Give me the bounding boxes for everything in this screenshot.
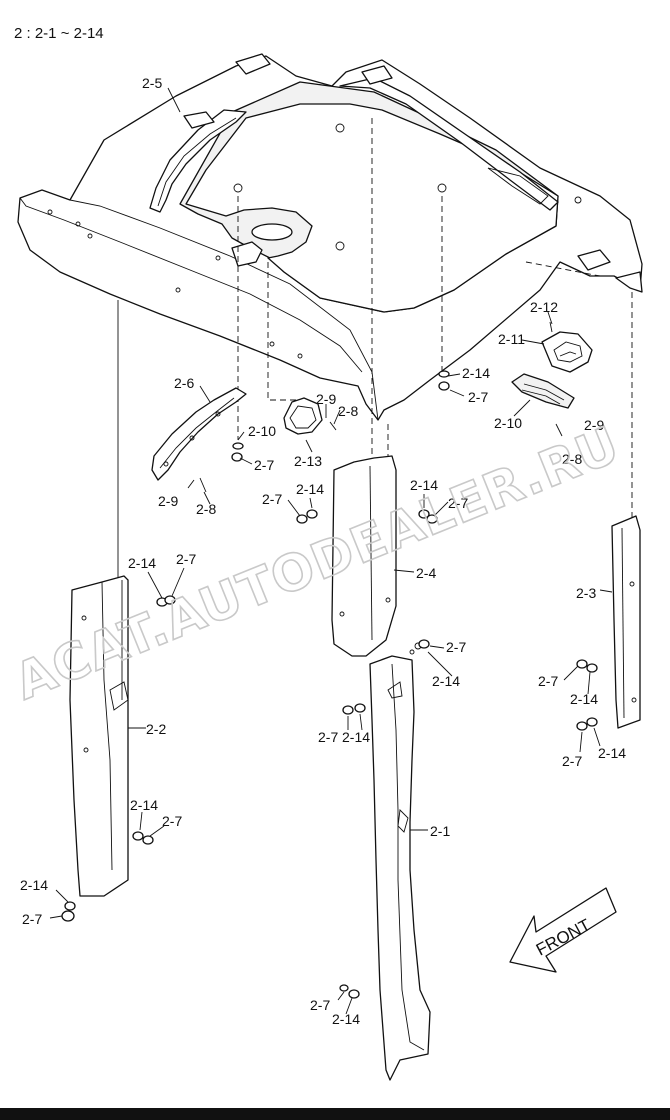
label-2-7-l: 2-7 bbox=[310, 997, 330, 1013]
label-2-2: 2-2 bbox=[146, 721, 166, 737]
label-2-14-e: 2-14 bbox=[570, 691, 598, 707]
label-2-14-f: 2-14 bbox=[598, 745, 626, 761]
label-2-8-b: 2-8 bbox=[562, 451, 582, 467]
label-2-7-c: 2-7 bbox=[262, 491, 282, 507]
label-2-14-g: 2-14 bbox=[128, 555, 156, 571]
label-2-9-b: 2-9 bbox=[584, 417, 604, 433]
label-2-9-c: 2-9 bbox=[158, 493, 178, 509]
clip-2-9-headliner bbox=[231, 241, 263, 267]
label-2-4: 2-4 bbox=[416, 565, 436, 581]
label-2-7-f: 2-7 bbox=[538, 673, 558, 689]
label-2-7-a: 2-7 bbox=[468, 389, 488, 405]
label-2-7-d: 2-7 bbox=[448, 495, 468, 511]
front-direction-arrow: FRONT bbox=[509, 887, 617, 973]
label-2-9-a: 2-9 bbox=[316, 391, 336, 407]
label-2-12: 2-12 bbox=[530, 299, 558, 315]
label-2-7-b: 2-7 bbox=[254, 457, 274, 473]
label-2-14-d: 2-14 bbox=[432, 673, 460, 689]
trim-part-2-6 bbox=[151, 387, 247, 481]
headliner-part-2-5 bbox=[17, 53, 643, 421]
label-2-8-a: 2-8 bbox=[338, 403, 358, 419]
pillar-cover-part-2-4 bbox=[331, 455, 397, 657]
label-2-14-c: 2-14 bbox=[410, 477, 438, 493]
label-2-14-j: 2-14 bbox=[20, 877, 48, 893]
label-2-8-c: 2-8 bbox=[196, 501, 216, 517]
label-2-10-b: 2-10 bbox=[494, 415, 522, 431]
label-2-6: 2-6 bbox=[174, 375, 194, 391]
label-2-10-a: 2-10 bbox=[248, 423, 276, 439]
pillar-part-2-1 bbox=[369, 642, 431, 1081]
pillar-part-2-2 bbox=[69, 575, 129, 897]
label-2-3: 2-3 bbox=[576, 585, 596, 601]
dome-light-opening bbox=[251, 223, 293, 241]
speaker-cover-part-2-10 bbox=[511, 373, 575, 409]
label-2-14-i: 2-14 bbox=[130, 797, 158, 813]
label-2-14-b: 2-14 bbox=[296, 481, 324, 497]
label-2-7-e: 2-7 bbox=[446, 639, 466, 655]
assembly-lines bbox=[117, 118, 633, 600]
label-2-14-h: 2-14 bbox=[342, 729, 370, 745]
pillar-part-2-3 bbox=[611, 515, 641, 729]
label-2-1: 2-1 bbox=[430, 823, 450, 839]
label-2-7-j: 2-7 bbox=[162, 813, 182, 829]
callout-labels: 2-5 2-6 2-12 2-11 2-14 2-7 2-10 2-9 2-8 … bbox=[20, 75, 626, 1027]
page-header: 2 : 2-1 ~ 2-14 bbox=[14, 25, 104, 42]
label-2-5: 2-5 bbox=[142, 75, 162, 91]
label-2-14-k: 2-14 bbox=[332, 1011, 360, 1027]
label-2-14-a: 2-14 bbox=[462, 365, 490, 381]
fasteners bbox=[61, 321, 598, 999]
label-2-11: 2-11 bbox=[498, 331, 525, 347]
dome-light-part-2-13 bbox=[283, 397, 323, 435]
label-2-7-i: 2-7 bbox=[318, 729, 338, 745]
label-2-7-h: 2-7 bbox=[176, 551, 196, 567]
label-2-7-k: 2-7 bbox=[22, 911, 42, 927]
label-2-7-g: 2-7 bbox=[562, 753, 582, 769]
speaker-part-2-11 bbox=[541, 331, 593, 373]
leader-lines bbox=[49, 87, 613, 1015]
bottom-border bbox=[0, 1108, 670, 1120]
label-2-13: 2-13 bbox=[294, 453, 322, 469]
